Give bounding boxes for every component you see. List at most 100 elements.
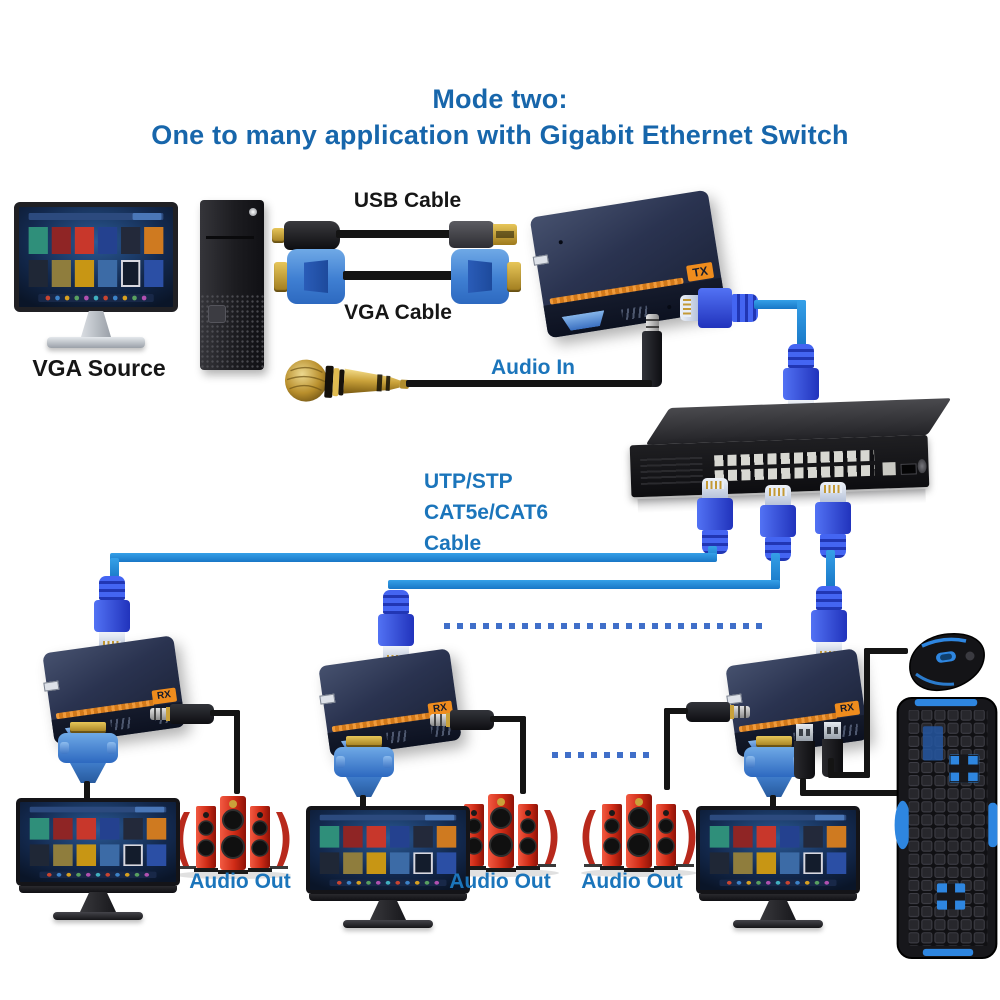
vga-cable-right-gold-tip xyxy=(507,262,521,292)
vga-cable-left-connector xyxy=(287,249,345,304)
tx-usb-port xyxy=(532,254,549,266)
cat5-cable-segment xyxy=(110,558,119,580)
rj45-body xyxy=(94,600,130,632)
rj45-body xyxy=(697,498,733,530)
usb-cable-left-connector xyxy=(284,221,340,250)
rj45-boot xyxy=(788,344,814,368)
audio-out-label-2: Audio Out xyxy=(449,870,551,893)
switch-port-row xyxy=(714,464,875,482)
utp-line-1: UTP/STP xyxy=(424,470,513,493)
usb-metal xyxy=(824,722,841,739)
monitor-screen xyxy=(16,798,180,886)
usb-metal xyxy=(796,724,813,741)
microphone xyxy=(285,359,410,402)
keyboard-cable xyxy=(800,778,806,794)
vga-cable-left-gold-tip xyxy=(274,262,288,292)
usb-cable-cord xyxy=(336,230,452,238)
vga-taper xyxy=(756,777,792,797)
monitor-screen xyxy=(696,806,860,894)
jack-body xyxy=(686,702,730,722)
jack-body xyxy=(450,710,494,730)
monitor-chin xyxy=(699,894,857,901)
rx-usb-port xyxy=(43,681,60,693)
source-monitor-stand xyxy=(81,311,111,337)
keyboard xyxy=(894,696,1000,960)
vga-gold-adapter xyxy=(346,736,382,747)
tx-screw xyxy=(667,304,672,310)
keyboard-cable xyxy=(800,790,902,796)
ellipsis-dotted-line xyxy=(552,752,652,758)
rx1-rj45 xyxy=(94,576,130,652)
source-monitor xyxy=(14,202,178,348)
audio-out-label-1: Audio Out xyxy=(189,870,291,893)
tx-audio-in-jack xyxy=(642,314,662,387)
mouse xyxy=(902,626,990,698)
rj45-boot xyxy=(383,590,409,614)
monitor-base xyxy=(343,920,433,928)
switch-output-rj45-3 xyxy=(815,482,851,558)
title-line-2: One to many application with Gigabit Eth… xyxy=(151,120,849,150)
rx3-audio-jack xyxy=(686,702,750,722)
mouse-cable xyxy=(864,648,908,654)
rj45-boot xyxy=(99,576,125,600)
rx2-rj45 xyxy=(378,590,414,666)
rx-usb-port xyxy=(319,694,336,706)
vga-taper xyxy=(70,763,106,783)
rj45-body xyxy=(815,502,851,534)
audio-out-label-3: Audio Out xyxy=(581,870,683,893)
audio-out-cable xyxy=(664,708,670,790)
monitor-chin xyxy=(309,894,467,901)
rj45-boot xyxy=(732,294,758,322)
rj45-tip xyxy=(702,478,728,498)
monitor-stand xyxy=(760,900,796,920)
mouse-cable xyxy=(828,772,870,778)
usb-cable-label: USB Cable xyxy=(353,189,462,212)
usb-body xyxy=(794,741,815,779)
monitor-screen xyxy=(306,806,470,894)
vga-gold-adapter xyxy=(70,722,106,733)
switch-output-rj45-1 xyxy=(697,478,733,554)
utp-line-3: Cable xyxy=(424,532,482,556)
rj45-body xyxy=(378,614,414,646)
rx1-vga-connector xyxy=(58,722,118,783)
rx1-audio-jack xyxy=(150,704,214,724)
source-pc-tower xyxy=(200,200,264,370)
jack-body xyxy=(170,704,214,724)
vga-drop-cable xyxy=(360,795,366,813)
keyboard-usb-plug xyxy=(794,724,815,779)
jack-tip xyxy=(734,706,750,718)
vga-drop-cable xyxy=(770,795,776,813)
audio-out-cable xyxy=(520,716,526,794)
cat5-cable-segment xyxy=(771,553,780,587)
jack-tip xyxy=(150,708,166,720)
cat5-cable-segment xyxy=(754,300,806,309)
vga-drop-cable xyxy=(84,781,90,803)
jack-tip xyxy=(430,714,446,726)
vga-cable-label: VGA Cable xyxy=(344,301,452,324)
rx2-vga-connector xyxy=(334,736,394,797)
monitor-base xyxy=(733,920,823,928)
cat5-cable-segment xyxy=(110,553,717,562)
audio-out-cable xyxy=(664,708,688,714)
audio-out-cable xyxy=(234,710,240,794)
jack-ring xyxy=(166,707,170,721)
tx-vga-port xyxy=(562,310,607,332)
pc-drive-slot xyxy=(206,236,254,239)
switch-console-port xyxy=(917,459,927,474)
cat5-cable-segment xyxy=(826,550,835,588)
vga-gold-adapter xyxy=(756,736,792,747)
speaker-set-1 xyxy=(168,790,298,880)
vga-taper xyxy=(346,777,382,797)
audio-out-cable xyxy=(490,716,526,722)
vga-cable-cord xyxy=(343,271,453,280)
rx2-audio-jack xyxy=(430,710,494,730)
switch-sfp-slot xyxy=(900,463,917,475)
pc-power-button xyxy=(249,208,257,216)
audio-in-label: Audio In xyxy=(491,356,575,379)
monitor-chin xyxy=(19,886,177,893)
jack-body xyxy=(642,331,662,387)
rj45-body xyxy=(760,505,796,537)
usb-b-gold-tip xyxy=(272,228,285,243)
cat5-cable-segment xyxy=(797,300,806,348)
cat5-cable-segment xyxy=(388,580,780,589)
